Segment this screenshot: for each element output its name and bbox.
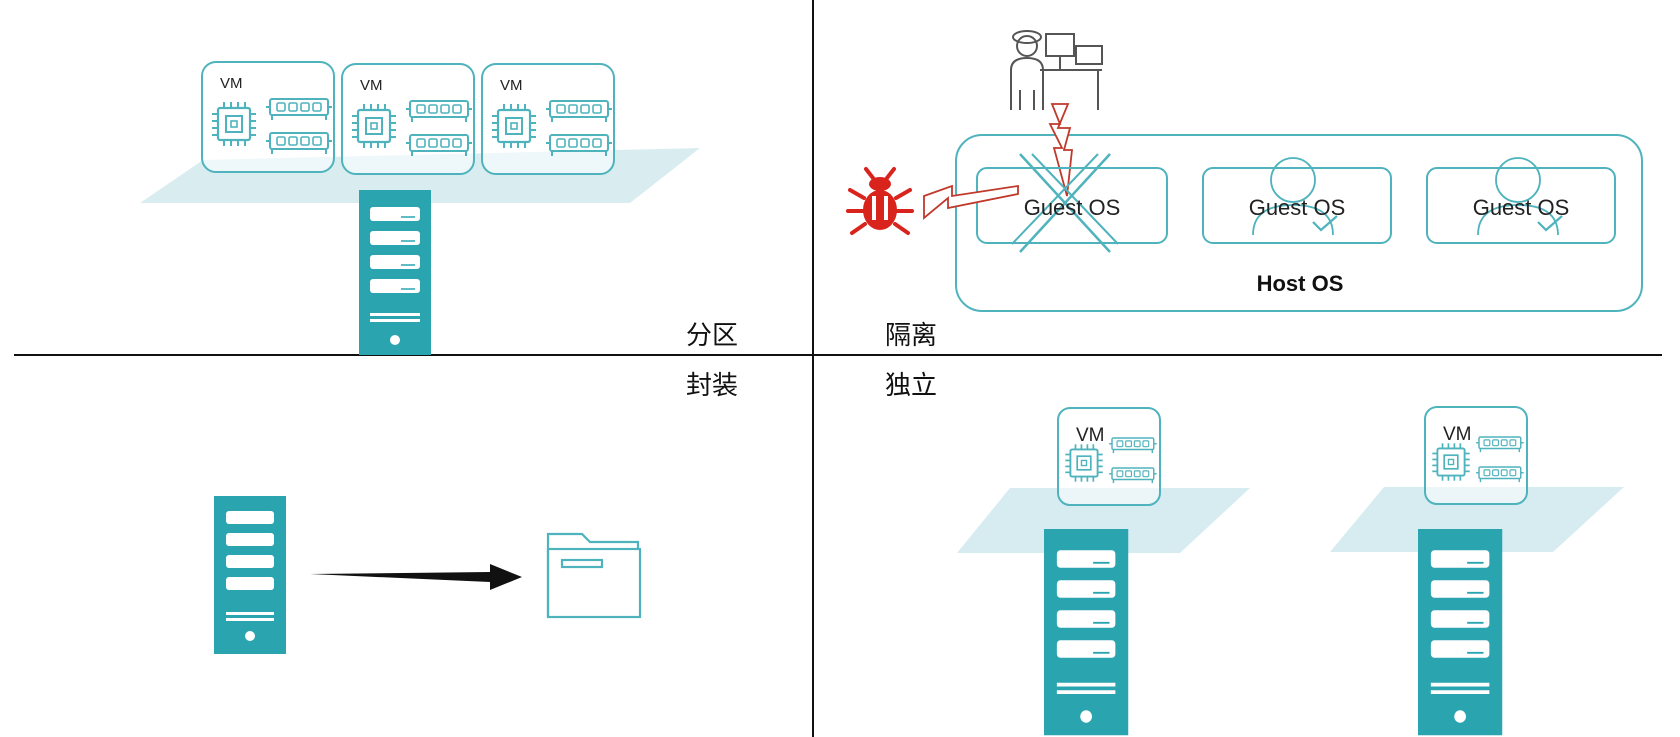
guest-os-label: Guest OS [1249,195,1346,220]
host-os-container [955,134,1643,312]
guest-os-box: Guest OS [1202,156,1392,244]
vm-card: VM [481,63,615,175]
vm-label: VM [360,77,383,94]
partition-quadrant: VM VM VM 分区 [140,61,738,356]
platform-plane [957,488,1250,553]
vm-card: VM [1424,406,1528,505]
vm-card: VM [341,63,475,175]
quadrant-label-isolation: 隔离 [885,321,937,351]
vm-label: VM [1443,424,1472,445]
host-os-label: Host OS [1257,271,1344,296]
vm-label: VM [500,77,523,94]
lightning-icon [1048,103,1074,197]
bug-icon [846,167,914,235]
independence-quadrant: 独立 VM VM [885,371,1624,737]
platform-plane [1330,487,1624,552]
vm-label: VM [1076,425,1105,446]
guest-os-box: Guest OS [1426,156,1616,244]
quadrant-label-partition: 分区 [686,321,738,351]
encapsulation-quadrant: 封装 [214,371,738,654]
lightning-icon [923,184,1019,220]
quadrant-label-encapsulation: 封装 [686,371,738,401]
server-tower-icon [358,189,432,356]
vm-card: VM [201,61,335,173]
vm-label: VM [220,75,243,92]
guest-os-label: Guest OS [1473,195,1570,220]
vm-card: VM [1057,407,1161,506]
isolation-quadrant: 隔离 Host OS Guest OS [846,30,1643,351]
arrow-right-icon [310,564,522,590]
guest-os-box: Guest OS [976,153,1168,253]
server-tower-icon [1043,528,1130,737]
quadrant-label-independence: 独立 [885,371,937,401]
guest-os-label: Guest OS [1024,195,1121,220]
folder-icon [546,532,642,619]
server-tower-icon [214,496,286,654]
server-tower-icon [1417,528,1504,737]
hacker-at-desk-icon [1010,30,1103,110]
